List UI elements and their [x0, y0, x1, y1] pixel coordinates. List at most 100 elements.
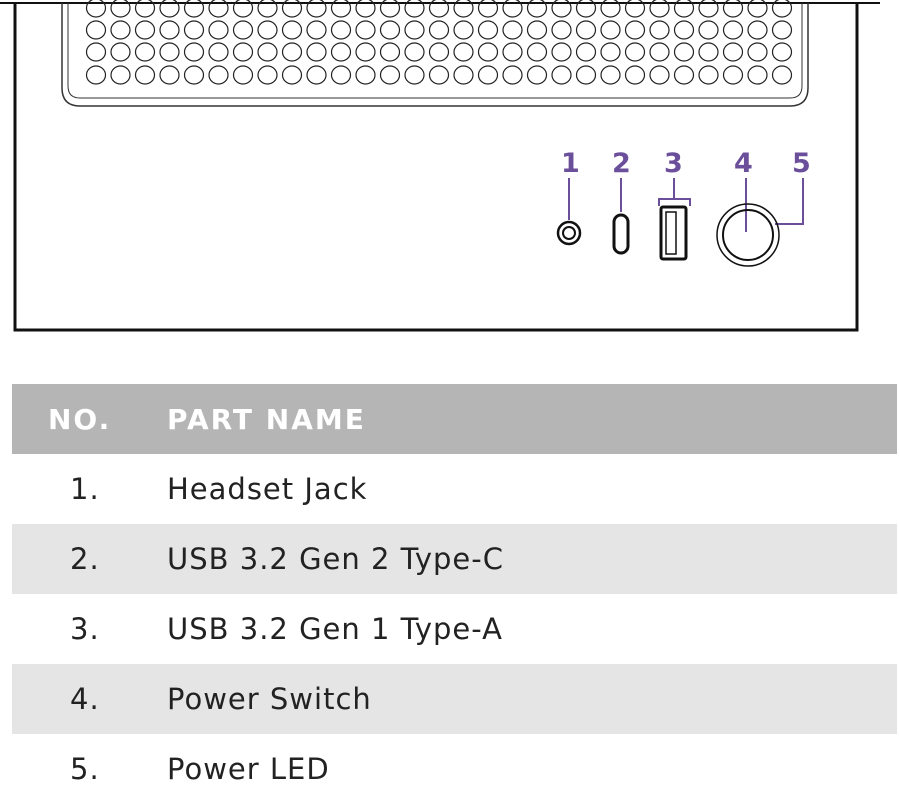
vent-hole: [502, 20, 523, 40]
vent-hole: [673, 65, 695, 85]
vent-hole: [698, 0, 719, 18]
vent-hole: [232, 0, 254, 18]
vent-hole: [526, 20, 548, 40]
vent-hole: [624, 65, 646, 85]
vent-hole: [747, 42, 768, 62]
table-row: 3. USB 3.2 Gen 1 Type-A: [12, 594, 897, 664]
vent-hole: [600, 42, 621, 62]
vent-hole: [624, 20, 646, 40]
vent-hole: [232, 42, 254, 62]
vent-hole: [747, 20, 768, 40]
vent-hole: [306, 42, 327, 62]
table-row: 4. Power Switch: [12, 664, 897, 734]
vent-hole: [722, 65, 744, 85]
vent-hole: [355, 0, 376, 18]
vent-hole: [477, 0, 499, 18]
vent-hole: [281, 20, 303, 40]
vent-hole: [355, 42, 376, 62]
row-no: 1.: [70, 472, 100, 506]
row-no: 4.: [70, 682, 100, 716]
vent-hole: [600, 65, 621, 85]
vent-hole: [355, 20, 376, 40]
row-part-name: USB 3.2 Gen 1 Type-A: [167, 612, 503, 646]
header-no: NO.: [48, 402, 112, 436]
vent-hole: [85, 42, 107, 62]
row-part-name: Power LED: [167, 752, 330, 786]
vent-hole: [551, 65, 572, 85]
vent-hole: [649, 0, 670, 18]
vent-hole: [183, 65, 205, 85]
vent-hole: [649, 65, 670, 85]
vent-hole: [159, 65, 180, 85]
table-header: NO. PART NAME: [12, 384, 897, 454]
table-row: 1. Headset Jack: [12, 454, 897, 524]
vent-hole: [624, 0, 646, 18]
vent-hole: [526, 65, 548, 85]
vent-hole: [281, 42, 303, 62]
vent-hole: [747, 65, 768, 85]
vent-hole: [257, 42, 278, 62]
vent-hole: [575, 20, 597, 40]
vent-hole: [379, 0, 401, 18]
vent-hole: [85, 65, 107, 85]
vent-hole: [649, 42, 670, 62]
vent-hole: [551, 0, 572, 18]
vent-hole: [502, 42, 523, 62]
callout-1: 1: [561, 148, 580, 179]
vent-hole: [232, 65, 254, 85]
header-part-name: PART NAME: [167, 402, 366, 436]
vent-hole: [208, 0, 229, 18]
row-no: 2.: [70, 542, 100, 576]
vent-hole: [722, 0, 744, 18]
vent-hole: [134, 0, 156, 18]
vent-hole: [159, 0, 180, 18]
vent-hole: [110, 20, 131, 40]
vent-hole: [306, 0, 327, 18]
vent-hole: [502, 65, 523, 85]
vent-hole: [453, 42, 474, 62]
row-no: 3.: [70, 612, 100, 646]
callout-2: 2: [612, 148, 631, 179]
vent-hole: [649, 20, 670, 40]
row-no: 5.: [70, 752, 100, 786]
vent-hole: [183, 42, 205, 62]
port-callouts: 1 2 3 4 5: [561, 148, 811, 232]
vent-hole: [306, 65, 327, 85]
vent-hole: [698, 20, 719, 40]
vent-hole: [281, 65, 303, 85]
row-part-name: Headset Jack: [167, 472, 368, 506]
vent-hole: [624, 42, 646, 62]
vent-hole: [208, 65, 229, 85]
parts-table: NO. PART NAME 1. Headset Jack 2. USB 3.2…: [12, 384, 897, 804]
vent-hole: [330, 0, 352, 18]
vent-hole: [502, 0, 523, 18]
vent-hole: [453, 65, 474, 85]
vent-hole: [110, 65, 131, 85]
vent-hole: [110, 42, 131, 62]
vent-hole: [183, 0, 205, 18]
vent-hole: [257, 20, 278, 40]
usb-c-port-icon: [612, 213, 630, 255]
vent-hole: [673, 0, 695, 18]
row-part-name: USB 3.2 Gen 2 Type-C: [167, 542, 504, 576]
vent-grille: [61, 0, 809, 107]
vent-hole: [428, 0, 450, 18]
vent-hole: [771, 42, 793, 62]
usb-a-port-icon: [659, 205, 688, 261]
vent-hole: [134, 65, 156, 85]
vent-hole: [257, 0, 278, 18]
vent-hole: [673, 20, 695, 40]
table-row: 2. USB 3.2 Gen 2 Type-C: [12, 524, 897, 594]
vent-hole: [575, 42, 597, 62]
vent-hole: [551, 42, 572, 62]
callout-5: 5: [792, 148, 811, 179]
vent-hole: [159, 20, 180, 40]
vent-hole: [257, 65, 278, 85]
vent-hole: [453, 20, 474, 40]
chassis-outline: [13, 3, 859, 332]
vent-hole: [134, 20, 156, 40]
vent-hole: [159, 42, 180, 62]
vent-hole: [404, 20, 425, 40]
vent-hole: [306, 20, 327, 40]
vent-hole: [575, 65, 597, 85]
